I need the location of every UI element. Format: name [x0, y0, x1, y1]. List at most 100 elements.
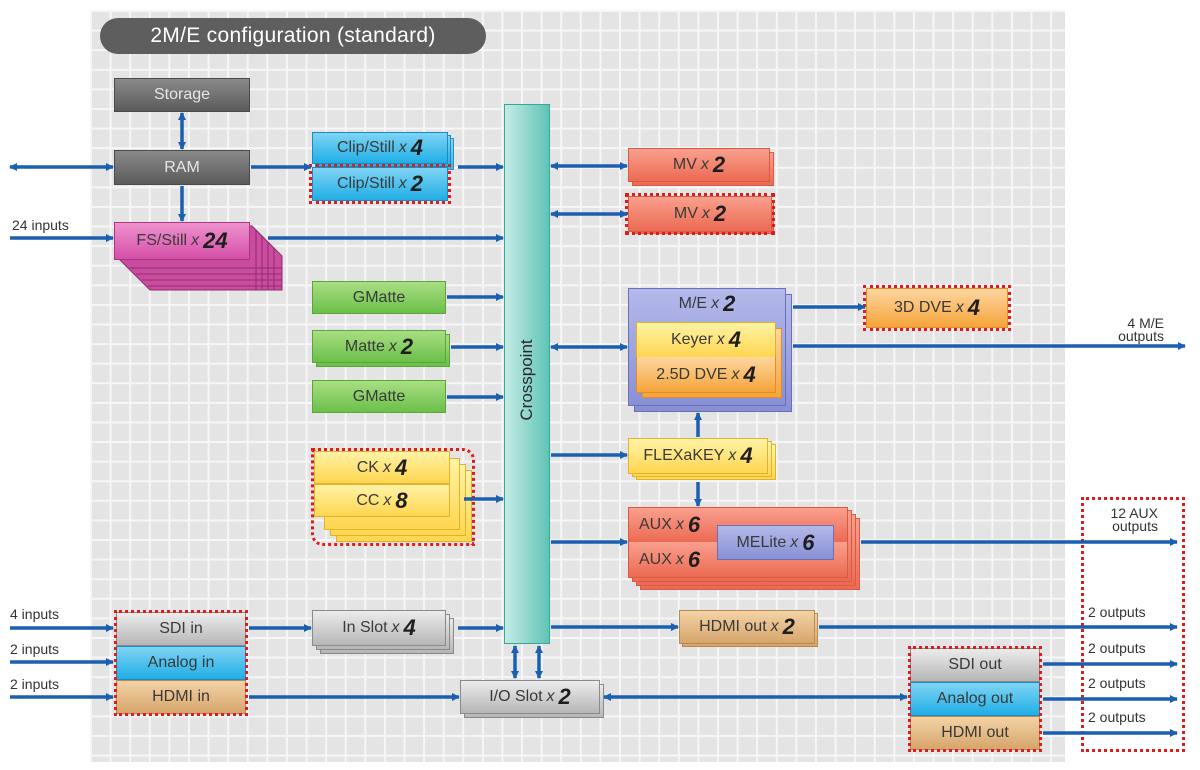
- mult-sign: x: [700, 156, 709, 173]
- mult-sign: x: [383, 491, 392, 509]
- analog-in-block: Analog in: [116, 646, 246, 680]
- outputs-optional-outline: [1081, 497, 1185, 752]
- aux-2-label: AUX: [639, 550, 672, 568]
- fs-inputs-label: 24 inputs: [12, 217, 69, 233]
- mult-sign: x: [716, 331, 725, 348]
- keyer-label: Keyer: [670, 331, 713, 348]
- clip-still-std-count: 4: [410, 135, 424, 160]
- mv-std-label: MV: [672, 156, 697, 173]
- mult-sign: x: [675, 550, 684, 568]
- sdi-in-block: SDI in: [116, 612, 246, 646]
- mult-sign: x: [388, 337, 397, 355]
- sdi-in-label: SDI in: [159, 620, 203, 637]
- mv-opt-label: MV: [673, 205, 698, 222]
- aux-1-count: 6: [687, 512, 701, 537]
- clip-still-std-label: Clip/Still: [336, 139, 395, 156]
- io-slot-label: I/O Slot: [489, 688, 543, 705]
- hdmi-out-block: HDMI out: [910, 716, 1040, 750]
- dve3d-count: 4: [967, 295, 981, 320]
- mult-sign: x: [398, 175, 407, 192]
- ck-label: CK: [356, 458, 379, 476]
- input-optional-outline: [114, 610, 248, 716]
- analog-out-label: Analog out: [936, 690, 1014, 707]
- grid-background: [90, 10, 1065, 762]
- dve3d-label: 3D DVE: [893, 299, 952, 316]
- mv-std-count: 2: [712, 152, 726, 177]
- cc-count: 8: [395, 487, 408, 513]
- dve25-label: 2.5D DVE: [656, 365, 728, 383]
- hdmi-out-x2-label: HDMI out: [699, 618, 767, 635]
- fs-still-label: FS/Still: [136, 232, 188, 249]
- hdmi-in-label: HDMI in: [152, 688, 210, 705]
- analog-inputs-label: 2 inputs: [10, 641, 60, 657]
- melite-label: MELite: [736, 533, 787, 551]
- gmatte-1-label: GMatte: [352, 288, 406, 306]
- aux-outputs-label-line2: outputs: [1112, 518, 1158, 534]
- matte-label: Matte: [344, 337, 385, 355]
- mult-sign: x: [731, 365, 740, 383]
- io-slot-count: 2: [558, 684, 571, 709]
- mult-sign: x: [955, 299, 964, 316]
- keyer-count: 4: [728, 327, 742, 352]
- diagram-title: 2M/E configuration (standard): [100, 18, 486, 54]
- clip-still-opt-count: 2: [410, 171, 424, 196]
- storage-label: Storage: [153, 86, 211, 103]
- me-outputs-label-line1: 4 M/E: [1127, 315, 1164, 331]
- mult-sign: x: [711, 295, 720, 312]
- cc-label: CC: [356, 491, 380, 509]
- gmatte-2-label: GMatte: [352, 387, 406, 405]
- gmatte-1-block: GMatte: [312, 281, 446, 314]
- me-outputs-label-line2: outputs: [1118, 328, 1164, 344]
- ck-cc-optional-outline: [311, 448, 475, 546]
- hdmi-inputs-label: 2 inputs: [10, 676, 60, 692]
- mult-sign: x: [701, 205, 710, 222]
- flexakey-label: FLEXaKEY: [643, 447, 725, 464]
- gmatte-2-block: GMatte: [312, 380, 446, 413]
- mult-sign: x: [675, 516, 684, 533]
- dve25-count: 4: [743, 361, 756, 387]
- mult-sign: x: [391, 619, 400, 636]
- sdi-inputs-label: 4 inputs: [10, 606, 60, 622]
- hdmi-out-label: HDMI out: [941, 724, 1009, 741]
- mult-sign: x: [398, 139, 407, 156]
- hdmi-out2-outputs-label: 2 outputs: [1088, 709, 1146, 725]
- aux-outputs-label-line1: 12 AUX: [1110, 505, 1158, 521]
- analog-out-outputs-label: 2 outputs: [1088, 675, 1146, 691]
- mult-sign: x: [790, 533, 799, 551]
- mult-sign: x: [191, 232, 200, 249]
- me-label: M/E: [678, 295, 708, 312]
- aux-1-label: AUX: [639, 516, 672, 533]
- fs-still-count: 24: [203, 228, 228, 253]
- mult-sign: x: [546, 688, 555, 705]
- sdi-out-outputs-label: 2 outputs: [1088, 640, 1146, 656]
- analog-out-block: Analog out: [910, 682, 1040, 716]
- flexakey-count: 4: [740, 443, 753, 468]
- hdmi-in-block: HDMI in: [116, 680, 246, 714]
- melite-count: 6: [802, 529, 815, 555]
- analog-in-label: Analog in: [147, 654, 215, 671]
- ram-label: RAM: [164, 158, 200, 176]
- in-slot-count: 4: [403, 615, 416, 640]
- output-optional-outline: [908, 646, 1042, 752]
- mult-sign: x: [728, 447, 737, 464]
- in-slot-label: In Slot: [342, 619, 388, 636]
- hdmi-out-outputs-label: 2 outputs: [1088, 604, 1146, 620]
- matte-count: 2: [400, 333, 414, 359]
- ram-block: RAM: [114, 150, 250, 185]
